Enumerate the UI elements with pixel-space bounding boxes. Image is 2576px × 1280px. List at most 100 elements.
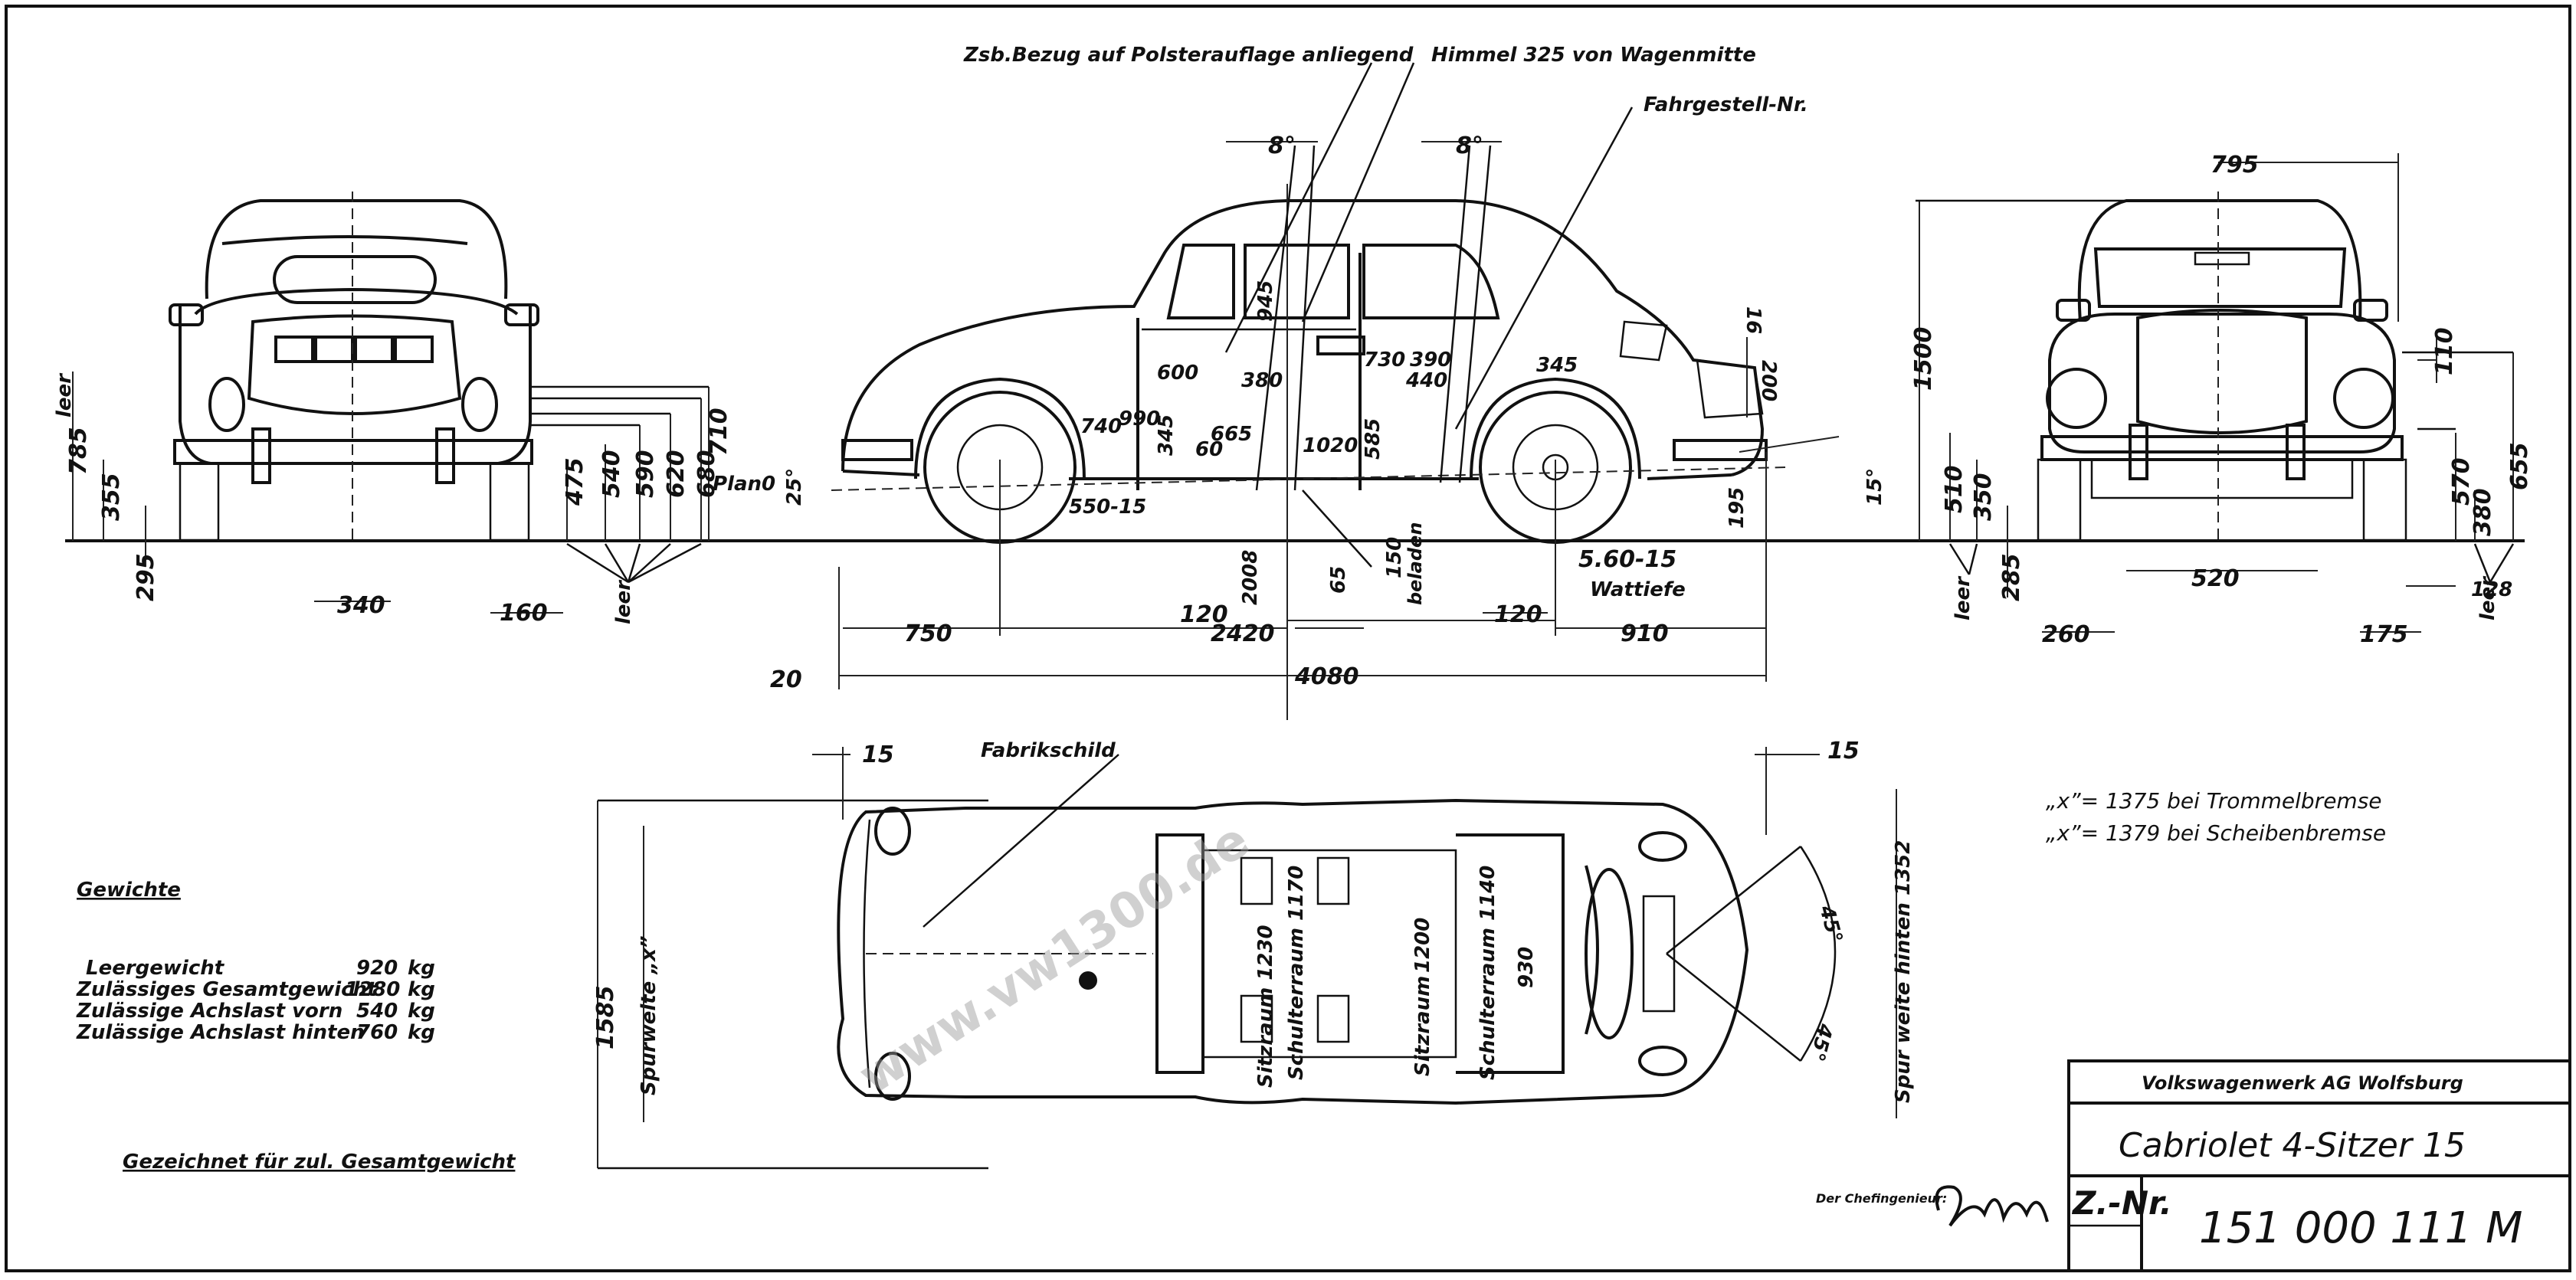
chief-engineer-label: Der Chefingenieur:	[1816, 1191, 1947, 1206]
dim-front-795: 795	[2211, 152, 2259, 178]
weights-footer: Gezeichnet für zul. Gesamtgewicht	[123, 1151, 516, 1174]
watermark: www.vw1300.de	[849, 812, 1259, 1105]
dim-front-110: 110	[2431, 327, 2458, 375]
label-sitzraum-1: Sitzraum 1230	[1254, 925, 1277, 1088]
label-fahrgestell: Fahrgestell-Nr.	[1644, 93, 1808, 116]
dim-20: 20	[770, 666, 802, 693]
weight-value-vorn: 540	[356, 1000, 398, 1023]
label-tire: 5.60-15	[1578, 546, 1676, 573]
label-plan0: Plan0	[713, 473, 775, 496]
label-leer-rear-2: leer	[612, 579, 635, 624]
weights-block: Gewichte Leergewicht 920 kg Zulässiges G…	[76, 879, 516, 1174]
title-company: Volkswagenwerk AG Wolfsburg	[2142, 1072, 2463, 1094]
dim-665: 665	[1211, 423, 1252, 446]
label-schulterraum-2: Schulterraum 1140	[1476, 866, 1499, 1080]
weight-label-leer: Leergewicht	[86, 957, 225, 980]
weight-unit-vorn: kg	[408, 1000, 435, 1023]
dim-angle-15: 15°	[1863, 468, 1886, 506]
weight-label-hinten: Zulässige Achslast hinten	[76, 1021, 365, 1044]
dim-2008: 2008	[1239, 550, 1262, 605]
dim-120-a: 120	[1180, 601, 1228, 628]
weight-value-gesamt: 1280	[345, 978, 400, 1001]
dim-angle-45-b: 45°	[1805, 1020, 1837, 1063]
label-himmel: Himmel 325 von Wagenmitte	[1431, 44, 1756, 67]
dim-990: 990	[1119, 408, 1160, 430]
dim-front-510: 510	[1941, 465, 1968, 513]
weight-label-gesamt: Zulässiges Gesamtgewicht	[76, 978, 378, 1001]
label-sitzraum-2: Sitzraum	[1411, 976, 1434, 1076]
dim-top-15-right: 15	[1827, 738, 1860, 764]
dim-195: 195	[1726, 487, 1748, 529]
dim-rear-295: 295	[133, 553, 159, 601]
dim-top-930: 930	[1515, 947, 1538, 988]
dim-front-520: 520	[2191, 565, 2240, 592]
side-view	[831, 62, 1840, 720]
label-bezug: Zsb.Bezug auf Polsterauflage anliegend	[963, 44, 1414, 67]
dim-rear-680: 680	[693, 450, 720, 498]
label-spurweite-hinten: Spur weite hinten 1352	[1892, 840, 1915, 1103]
dim-440: 440	[1405, 369, 1447, 392]
weight-value-leer: 920	[356, 957, 398, 980]
dim-angle-8-rear: 8°	[1456, 133, 1483, 159]
dim-945: 945	[1254, 280, 1277, 322]
dim-585: 585	[1362, 418, 1385, 460]
top-view	[597, 747, 1897, 1170]
dim-910: 910	[1621, 620, 1669, 647]
label-fabrikschild: Fabrikschild	[981, 739, 1116, 762]
dim-25: 25°	[783, 468, 806, 506]
dim-4080: 4080	[1294, 663, 1359, 690]
weight-label-vorn: Zulässige Achslast vorn	[76, 1000, 342, 1023]
dim-top-1200: 1200	[1411, 918, 1434, 973]
weight-value-hinten: 760	[356, 1021, 398, 1044]
note-scheibenbremse: „x”= 1379 bei Scheibenbremse	[2046, 820, 2386, 846]
dim-rear-475: 475	[562, 457, 588, 506]
dim-345: 345	[1536, 354, 1578, 377]
front-view	[1916, 153, 2515, 633]
dim-550-15: 550-15	[1069, 496, 1146, 519]
dim-740: 740	[1080, 415, 1122, 438]
dim-600: 600	[1157, 362, 1198, 385]
dim-rear-620: 620	[663, 450, 690, 498]
label-schulterraum-1: Schulterraum 1170	[1285, 866, 1308, 1080]
dim-730: 730	[1364, 349, 1405, 372]
dim-390: 390	[1410, 349, 1451, 372]
title-znr-value: 151 000 111 M	[2199, 1203, 2522, 1253]
rear-view	[72, 192, 710, 614]
dim-rear-785: 785	[65, 427, 92, 475]
label-leer-front-2: leer	[2476, 575, 2499, 620]
label-leer-front: leer	[1952, 575, 1975, 620]
dim-2420: 2420	[1211, 620, 1275, 647]
weight-unit-hinten: kg	[408, 1021, 435, 1044]
dim-rear-340: 340	[337, 592, 385, 619]
dim-60: 60	[1195, 438, 1223, 461]
dim-rear-355: 355	[98, 473, 125, 521]
weight-unit-leer: kg	[408, 957, 435, 980]
dim-angle-45-a: 45°	[1814, 902, 1847, 945]
dim-front-175: 175	[2360, 621, 2408, 648]
dim-front-285: 285	[1998, 553, 2025, 601]
dim-380: 380	[1241, 369, 1283, 392]
weights-heading: Gewichte	[77, 879, 181, 902]
sheet-border	[5, 5, 2571, 1272]
dim-front-260: 260	[2042, 621, 2090, 648]
dim-front-655: 655	[2506, 442, 2533, 490]
dim-120-b: 120	[1494, 601, 1542, 628]
dim-front-1500: 1500	[1910, 327, 1937, 391]
dim-1020: 1020	[1303, 434, 1358, 457]
dim-750: 750	[904, 620, 952, 647]
dim-top-1585: 1585	[592, 986, 619, 1050]
title-znr-label: Z.-Nr.	[2071, 1184, 2172, 1222]
dim-200: 200	[1757, 360, 1780, 401]
label-leer-rear: leer	[53, 372, 76, 417]
title-model: Cabriolet 4-Sitzer 15	[2119, 1126, 2466, 1165]
dim-65: 65	[1327, 566, 1350, 594]
dim-16: 16	[1742, 306, 1765, 334]
weight-unit-gesamt: kg	[408, 978, 435, 1001]
dim-angle-8-front: 8°	[1268, 133, 1296, 159]
dim-150: 150	[1383, 537, 1406, 578]
label-wattiefe: Wattiefe	[1590, 578, 1686, 601]
dim-345-b: 345	[1155, 414, 1178, 456]
dim-front-350: 350	[1970, 473, 1997, 521]
